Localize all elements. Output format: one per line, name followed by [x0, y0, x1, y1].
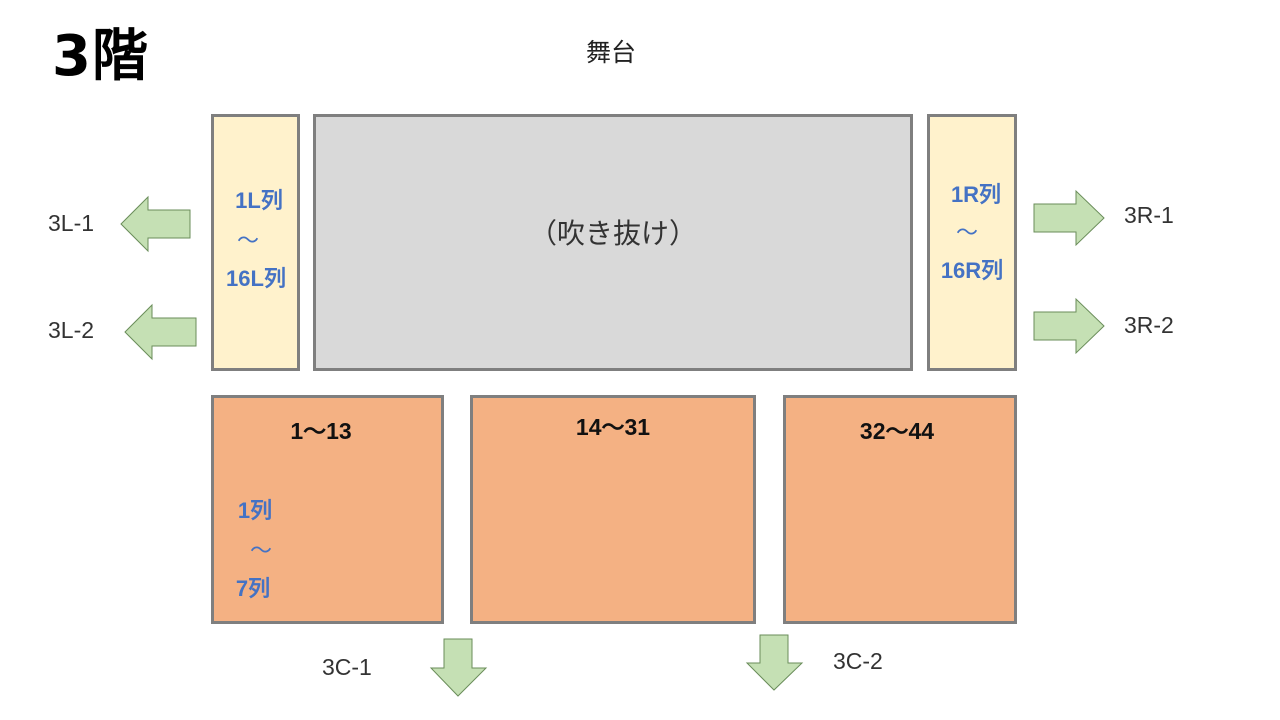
right-block-last-row: 16R列	[940, 258, 1004, 283]
exit-3r-1-label: 3R-1	[1124, 202, 1174, 228]
center-block-3-range: 32～44	[859, 418, 935, 444]
center-seat-block-2[interactable]	[470, 395, 756, 624]
center-block-1-first-row: 1列	[237, 498, 273, 523]
center-block-1-last-row: 7列	[235, 576, 271, 601]
exit-3r-2-label: 3R-2	[1124, 312, 1174, 338]
exit-3r-2-arrow-icon	[1033, 297, 1105, 355]
stage-label: 舞台	[586, 38, 637, 67]
center-block-1-range: 1～13	[290, 418, 352, 444]
right-block-first-row: 1R列	[950, 182, 1002, 207]
exit-3l-2-label: 3L-2	[48, 317, 95, 343]
center-block-2-range: 14～31	[575, 414, 651, 440]
exit-3l-2-arrow-icon	[124, 303, 197, 361]
atrium-void	[313, 114, 913, 371]
center-seat-block-3[interactable]	[783, 395, 1017, 624]
exit-3l-1-arrow-icon	[120, 195, 191, 253]
exit-3l-1-label: 3L-1	[48, 210, 95, 236]
exit-3c-2-arrow-icon	[745, 634, 804, 691]
center-seat-block-1[interactable]	[211, 395, 444, 624]
right-seat-block[interactable]	[927, 114, 1017, 371]
left-seat-block[interactable]	[211, 114, 300, 371]
exit-3c-1-label: 3C-1	[322, 654, 372, 680]
atrium-void-label: （吹き抜け）	[528, 217, 697, 250]
left-block-first-row: 1L列	[235, 188, 283, 213]
exit-3r-1-arrow-icon	[1033, 189, 1105, 247]
left-block-last-row: 16L列	[226, 266, 286, 291]
exit-3c-2-label: 3C-2	[833, 648, 883, 674]
floor-title: 3階	[52, 24, 149, 89]
exit-3c-1-arrow-icon	[429, 638, 488, 697]
right-block-tilde: ～	[955, 220, 978, 245]
left-block-tilde: ～	[236, 228, 259, 253]
center-block-1-tilde: ～	[249, 538, 272, 563]
